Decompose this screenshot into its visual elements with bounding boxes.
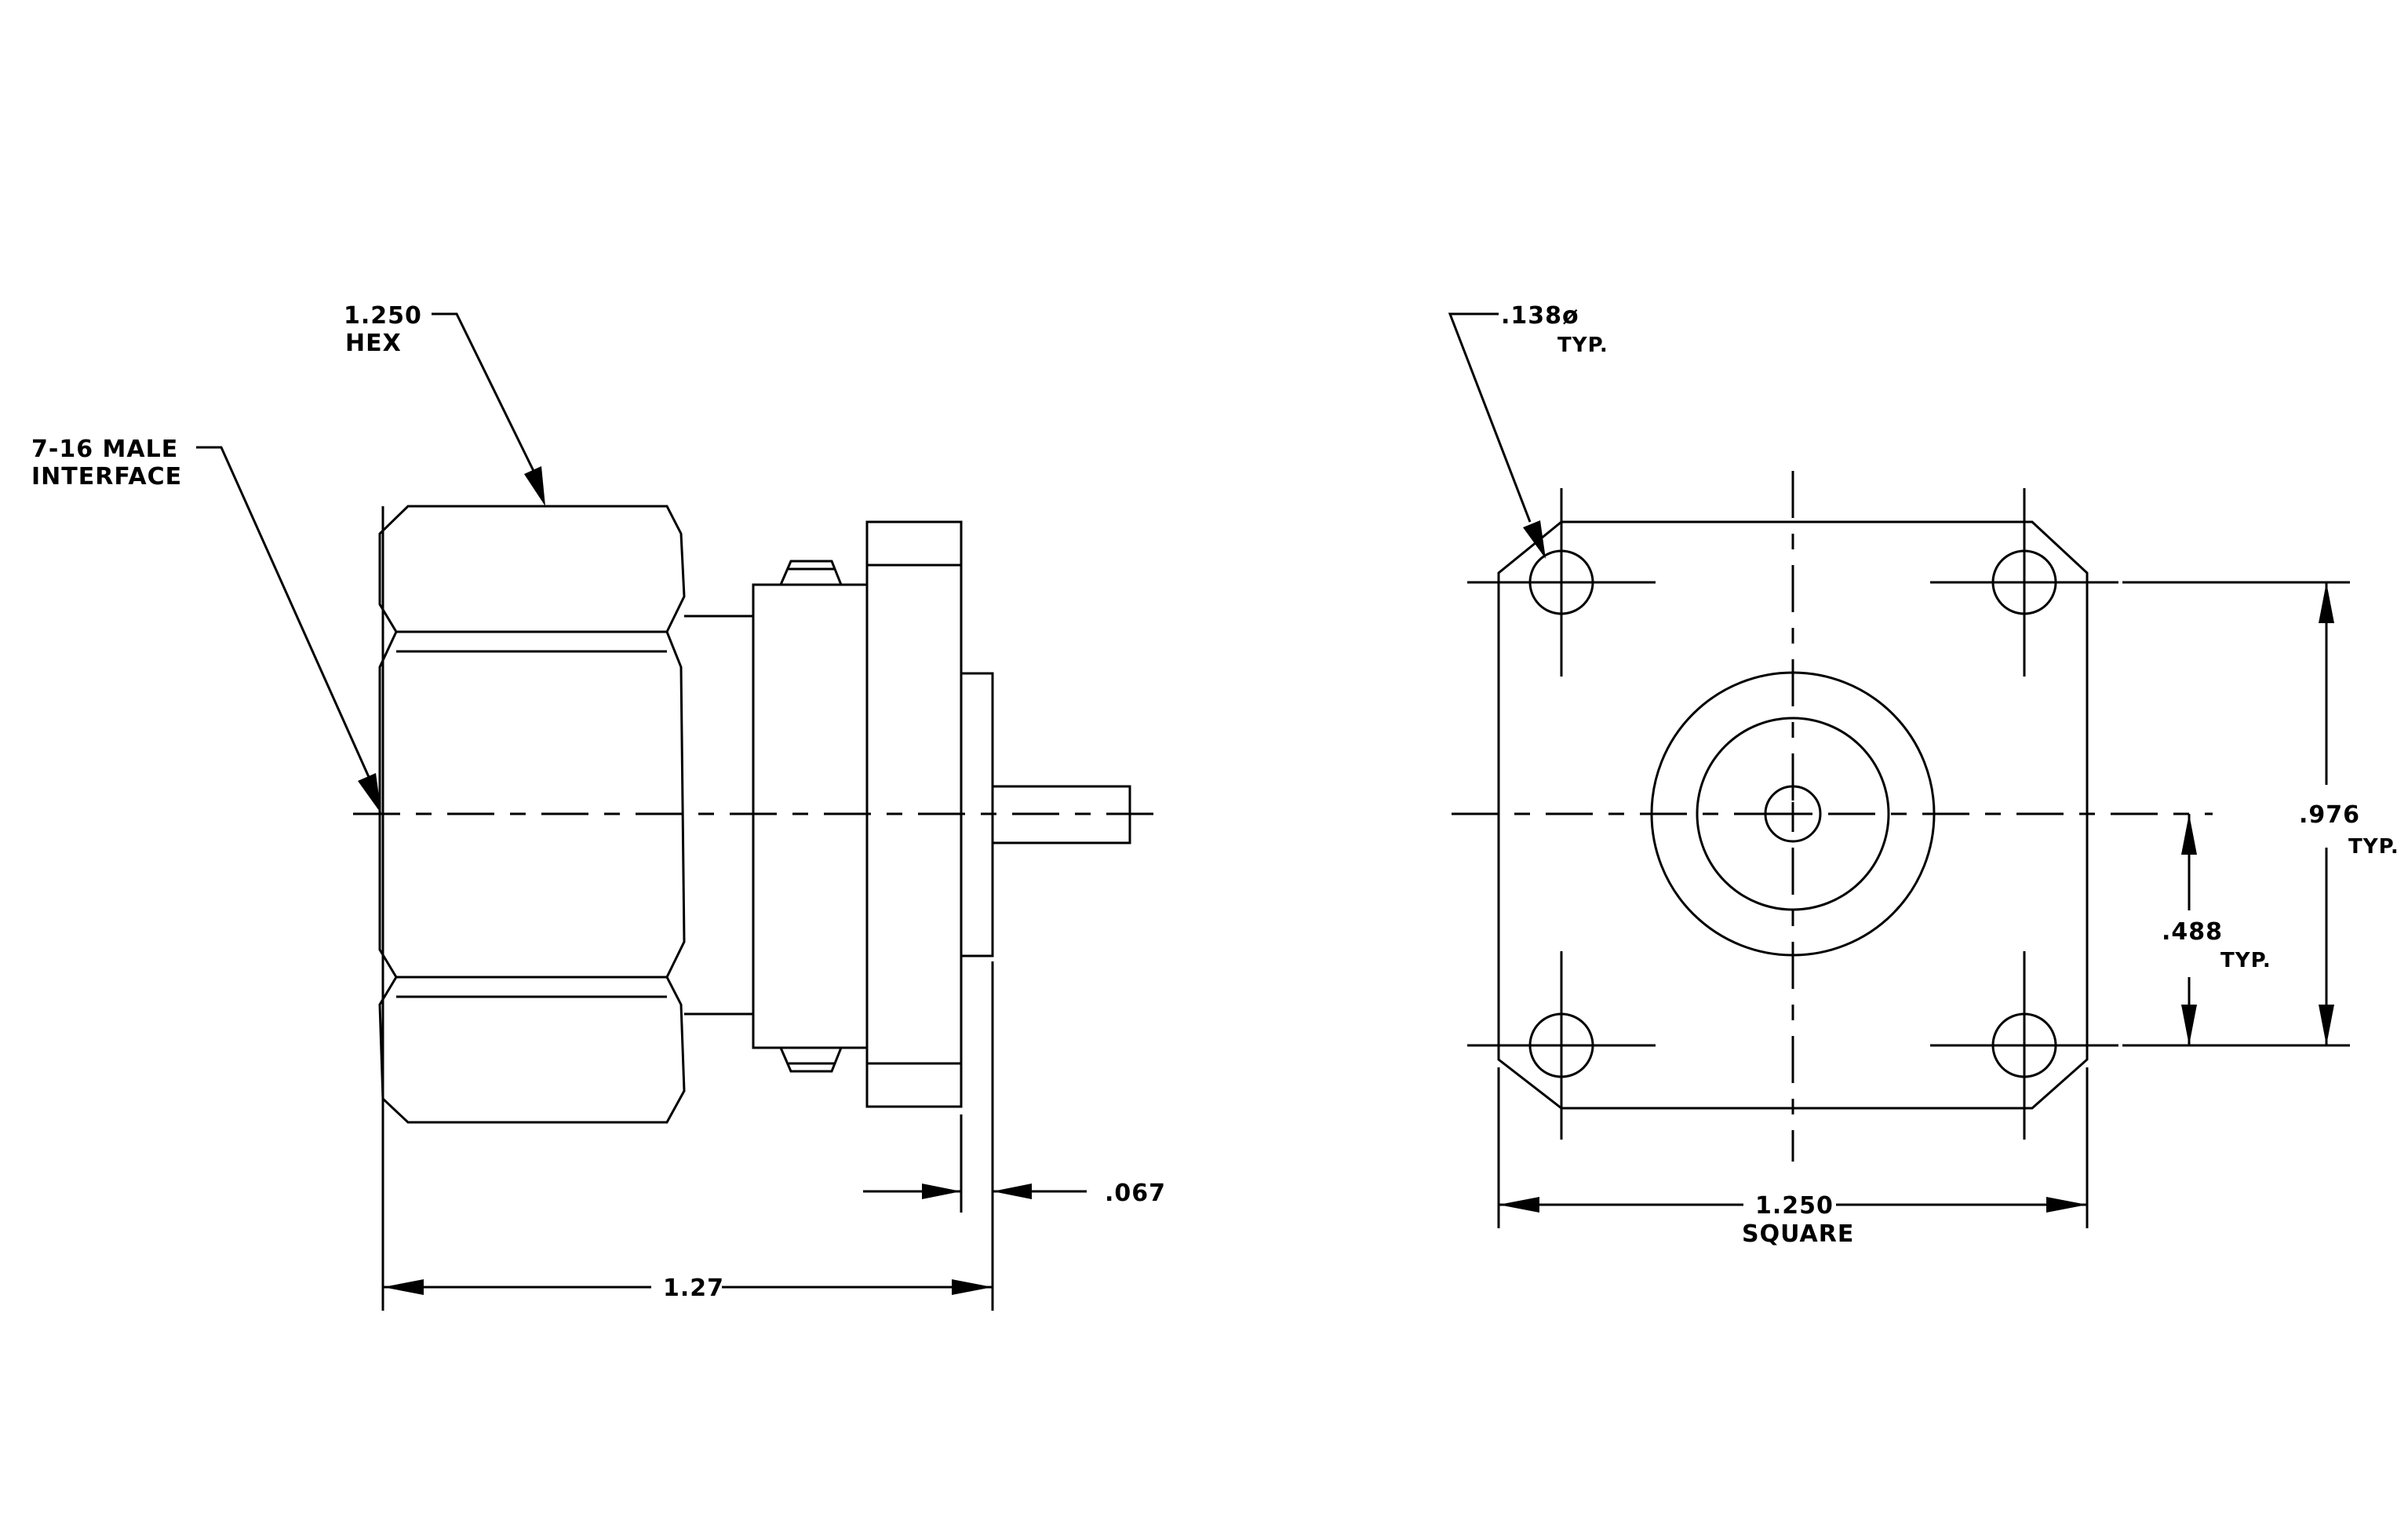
interface-label: 7-16 MALE <box>31 436 178 463</box>
side-view: 1.250 HEX 7-16 MALE INTERFACE 1.27 <box>31 302 1166 1311</box>
flange-dimension: .067 <box>863 961 1166 1213</box>
hole-typ: TYP. <box>1557 334 1608 357</box>
half-spacing-label: .488 <box>2162 918 2223 946</box>
spacing-dimension: .976 TYP. <box>2122 581 2399 1047</box>
hex-label-2: HEX <box>345 330 402 357</box>
square-flange <box>1497 520 2089 1110</box>
square-label: 1.250 <box>1755 1192 1834 1220</box>
length-label: 1.27 <box>663 1275 724 1302</box>
square-dimension: 1.250 SQUARE <box>1497 1067 2089 1248</box>
flange-label: .067 <box>1105 1180 1166 1207</box>
hole-label: .138ø <box>1501 302 1579 330</box>
half-spacing-dimension: .488 TYP. <box>2162 814 2271 1045</box>
hex-leader: 1.250 HEX <box>344 302 545 506</box>
square-label-2: SQUARE <box>1742 1220 1854 1248</box>
half-spacing-typ: TYP. <box>2220 949 2271 972</box>
spacing-typ: TYP. <box>2348 835 2399 859</box>
mounting-holes <box>1467 488 2118 1140</box>
spacing-label: .976 <box>2299 801 2360 829</box>
front-view: .138ø TYP. .976 TYP. .488 TYP. <box>1448 302 2399 1248</box>
hole-leader: .138ø TYP. <box>1448 302 1608 559</box>
inner-body-circle <box>1696 717 1890 911</box>
interface-leader: 7-16 MALE INTERFACE <box>31 436 381 814</box>
interface-label-2: INTERFACE <box>31 463 182 491</box>
hex-label: 1.250 <box>344 302 422 330</box>
